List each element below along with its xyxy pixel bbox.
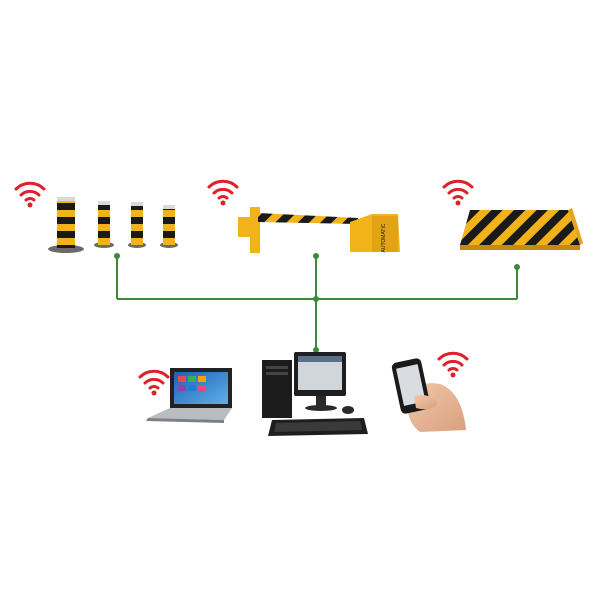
road-blocker-image bbox=[460, 208, 583, 250]
desktop-computer-image bbox=[262, 352, 368, 436]
node-road-blocker bbox=[514, 264, 520, 270]
computer-mouse bbox=[342, 406, 354, 414]
wifi-icon bbox=[138, 369, 170, 396]
node-bus-junction bbox=[313, 296, 319, 302]
bollard bbox=[163, 208, 175, 245]
node-computer bbox=[313, 347, 319, 353]
laptop-image bbox=[146, 368, 232, 423]
node-bollards bbox=[114, 253, 120, 259]
connector-lines bbox=[116, 256, 518, 350]
computer-tower bbox=[262, 360, 292, 418]
bollard bbox=[131, 205, 143, 245]
road-blocker-ramp bbox=[460, 210, 580, 245]
barrier-arm bbox=[258, 213, 358, 224]
bollards-image bbox=[48, 197, 178, 253]
laptop-base bbox=[148, 408, 232, 420]
wifi-icon bbox=[207, 179, 239, 206]
bollard bbox=[98, 204, 110, 245]
node-boom-barrier bbox=[313, 253, 319, 259]
bollard bbox=[57, 200, 75, 248]
connector-nodes bbox=[114, 253, 520, 353]
wifi-icon bbox=[442, 179, 474, 206]
wifi-icon bbox=[14, 181, 46, 208]
barrier-label: AUTOMATIC bbox=[381, 223, 387, 252]
wifi-icon bbox=[437, 351, 469, 378]
boom-barrier-image: AUTOMATIC bbox=[238, 207, 400, 253]
smartphone-image bbox=[391, 358, 466, 432]
barrier-post bbox=[250, 207, 260, 253]
